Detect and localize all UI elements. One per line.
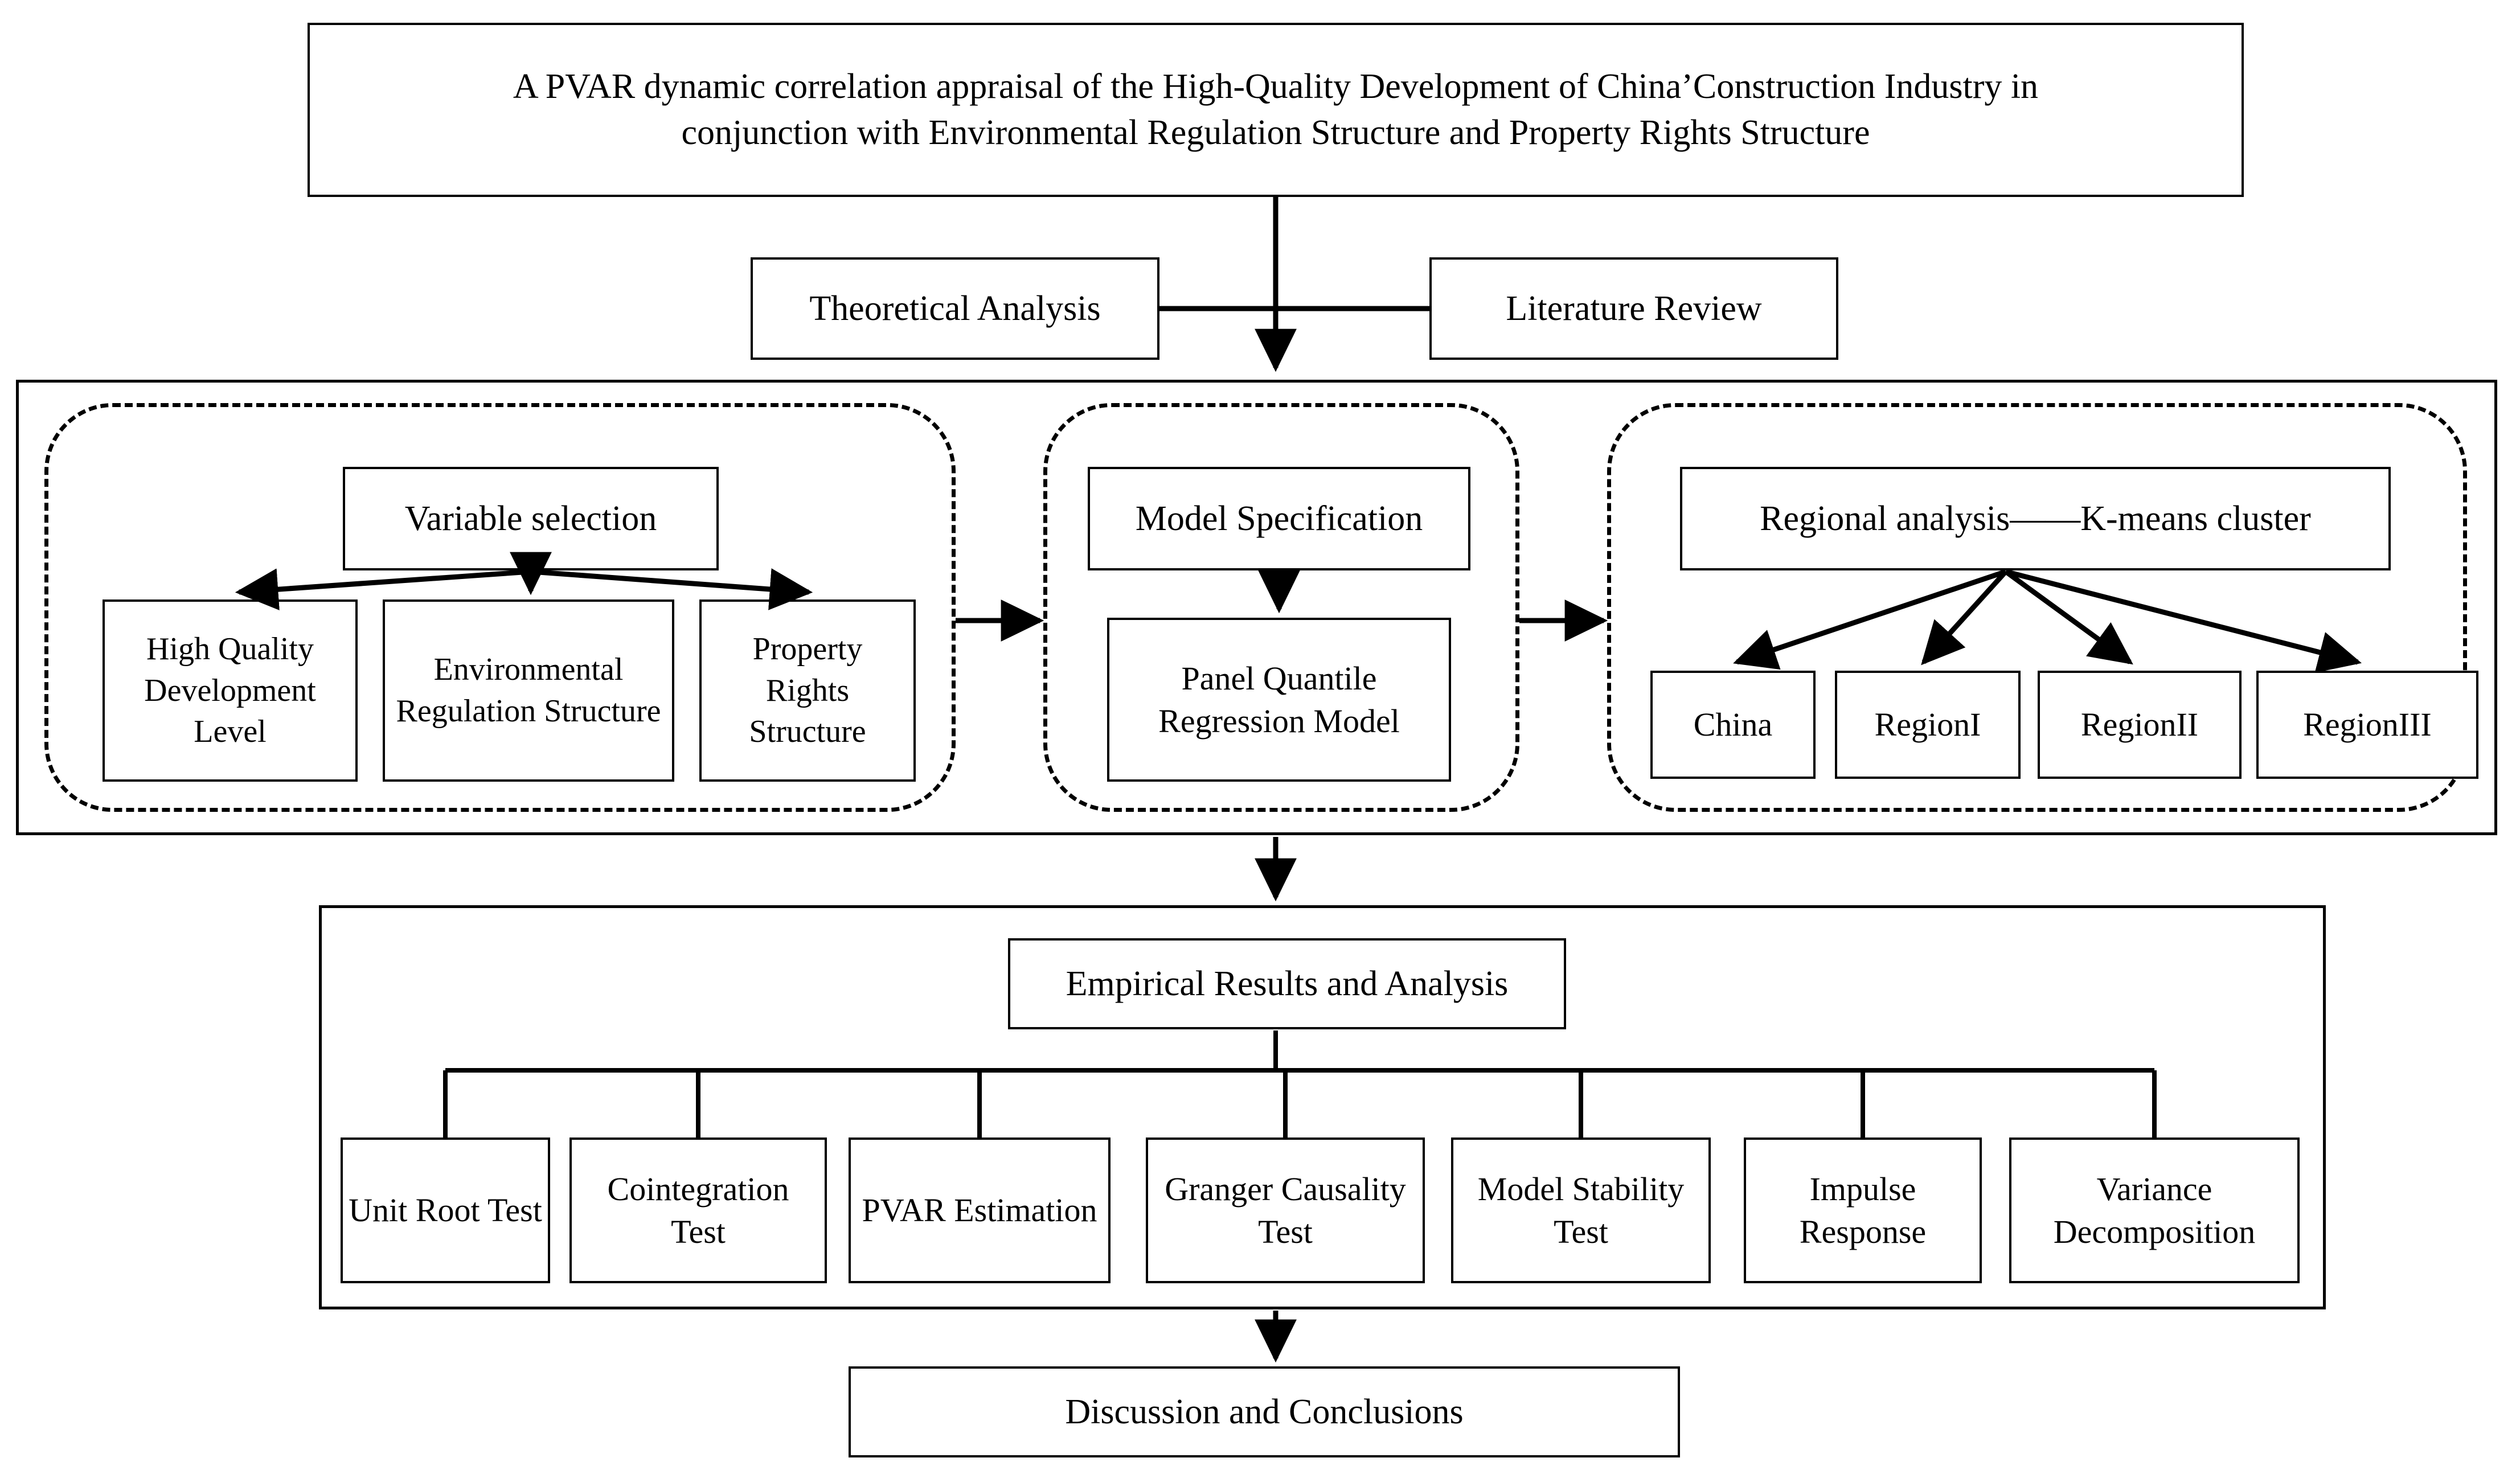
china-box: China xyxy=(1650,671,1816,779)
regional-analysis-box: Regional analysis——K-means cluster xyxy=(1680,467,2391,570)
variable-selection-group xyxy=(44,403,956,812)
theoretical-analysis-box: Theoretical Analysis xyxy=(751,257,1159,360)
variance-decomposition-box: Variance Decomposition xyxy=(2009,1138,2300,1283)
china-label: China xyxy=(1693,706,1773,744)
impulse-response-box: Impulse Response xyxy=(1744,1138,1982,1283)
title-box: A PVAR dynamic correlation appraisal of … xyxy=(308,23,2244,197)
model-stability-test-label: Model Stability Test xyxy=(1477,1170,1685,1250)
cointegration-test-label: Cointegration Test xyxy=(607,1170,789,1250)
region-i-box: RegionI xyxy=(1835,671,2021,779)
cointegration-test-box: Cointegration Test xyxy=(569,1138,827,1283)
pvar-estimation-box: PVAR Estimation xyxy=(849,1138,1111,1283)
property-rights-structure-box: Property Rights Structure xyxy=(699,599,916,782)
region-iii-label: RegionIII xyxy=(2303,706,2432,744)
results-section-container xyxy=(319,905,2326,1309)
regional-analysis-label: Regional analysis——K-means cluster xyxy=(1760,499,2311,538)
variable-selection-label: Variable selection xyxy=(404,499,657,538)
unit-root-test-label: Unit Root Test xyxy=(349,1192,542,1229)
region-ii-box: RegionII xyxy=(2038,671,2242,779)
empirical-results-label: Empirical Results and Analysis xyxy=(1066,964,1509,1003)
region-i-label: RegionI xyxy=(1874,706,1981,744)
model-stability-test-box: Model Stability Test xyxy=(1451,1138,1711,1283)
variable-selection-box: Variable selection xyxy=(343,467,719,570)
regional-analysis-group xyxy=(1607,403,2467,812)
literature-review-box: Literature Review xyxy=(1429,257,1838,360)
panel-quantile-regression-model-box: Panel Quantile Regression Model xyxy=(1107,618,1451,782)
unit-root-test-box: Unit Root Test xyxy=(341,1138,550,1283)
variance-decomposition-label: Variance Decomposition xyxy=(2053,1170,2256,1250)
methods-section-container xyxy=(16,380,2497,835)
granger-causality-test-label: Granger Causality Test xyxy=(1165,1170,1406,1250)
property-rights-structure-label: Property Rights Structure xyxy=(749,631,866,750)
discussion-conclusions-label: Discussion and Conclusions xyxy=(1065,1392,1464,1431)
granger-causality-test-box: Granger Causality Test xyxy=(1146,1138,1425,1283)
high-quality-development-level-box: High Quality Development Level xyxy=(103,599,358,782)
pvar-estimation-label: PVAR Estimation xyxy=(862,1192,1097,1229)
model-specification-box: Model Specification xyxy=(1088,467,1470,570)
impulse-response-label: Impulse Response xyxy=(1799,1170,1927,1250)
title-line-2: conjunction with Environmental Regulatio… xyxy=(681,113,1870,152)
model-specification-group xyxy=(1043,403,1519,812)
literature-review-label: Literature Review xyxy=(1506,289,1762,328)
panel-quantile-regression-model-label: Panel Quantile Regression Model xyxy=(1158,659,1400,740)
region-iii-box: RegionIII xyxy=(2256,671,2478,779)
environmental-regulation-structure-box: Environmental Regulation Structure xyxy=(383,599,674,782)
region-ii-label: RegionII xyxy=(2080,706,2199,744)
theoretical-analysis-label: Theoretical Analysis xyxy=(809,289,1101,328)
discussion-conclusions-box: Discussion and Conclusions xyxy=(849,1366,1680,1457)
model-specification-label: Model Specification xyxy=(1135,499,1423,538)
title-line-1: A PVAR dynamic correlation appraisal of … xyxy=(513,67,2039,106)
empirical-results-box: Empirical Results and Analysis xyxy=(1008,938,1566,1029)
high-quality-development-level-label: High Quality Development Level xyxy=(144,631,316,750)
environmental-regulation-structure-label: Environmental Regulation Structure xyxy=(396,652,661,729)
